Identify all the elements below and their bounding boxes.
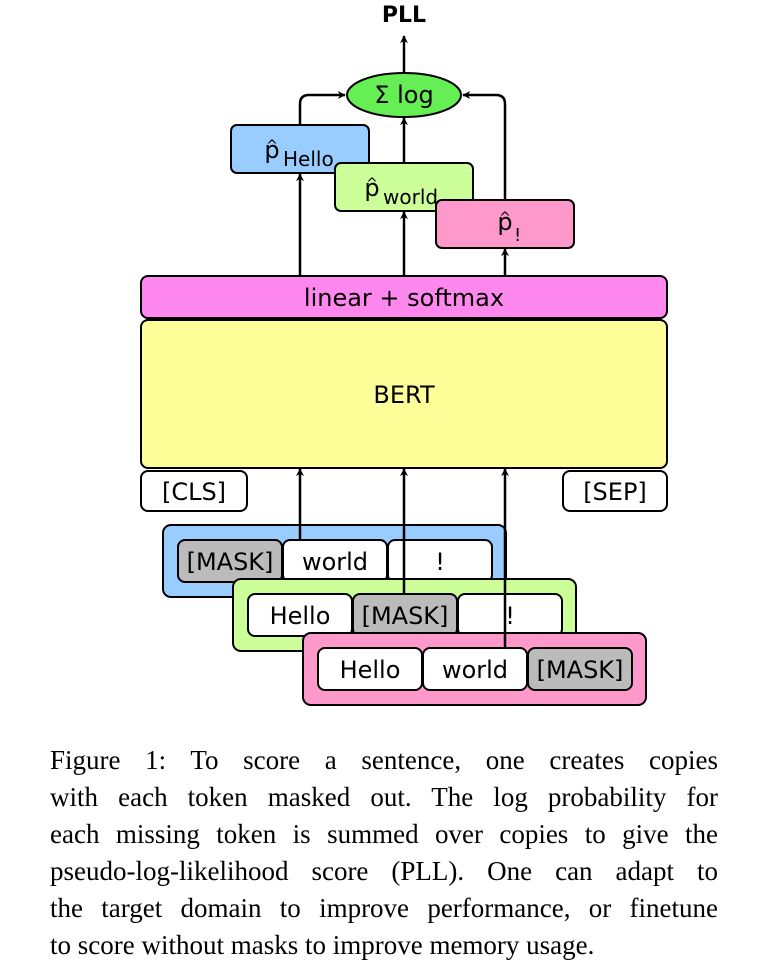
sum-log-node <box>346 72 462 118</box>
prob-bang-symbol: p <box>497 208 512 236</box>
prob-world-box <box>334 162 474 212</box>
copy-1-token-3: ! <box>435 548 445 576</box>
arrow-bang-to-sum <box>462 91 507 200</box>
arrow-hello-to-sum <box>298 91 346 125</box>
copy-3-token-2: world <box>442 656 508 684</box>
sep-token-box <box>562 470 668 512</box>
copy-2-token-2: [MASK] <box>362 602 449 630</box>
prob-world-hat: ^ <box>366 176 378 192</box>
prob-bang-box <box>435 199 575 249</box>
copy-2-token-3: ! <box>505 602 515 630</box>
copy-1-token-1: [MASK] <box>187 548 274 576</box>
caption-line-6: to score without masks to improve memory… <box>50 930 595 960</box>
bert-model <box>140 319 668 469</box>
prob-hello-symbol: p <box>264 136 279 164</box>
pll-label: PLL <box>382 3 426 28</box>
pll-diagram: PLL Σ log ^ p Hello ^ p world ^ p ! line… <box>140 3 668 706</box>
sum-log-label: Σ log <box>374 81 433 109</box>
figure-caption: Figure 1: To score a sentence, one creat… <box>50 742 718 964</box>
prob-hello-box <box>230 124 370 174</box>
prob-world-symbol: p <box>364 174 379 202</box>
caption-line-4: pseudo-log-likelihood score (PLL). One c… <box>50 856 718 886</box>
copy-1-token-2: world <box>302 548 368 576</box>
caption-line-3: each missing token is summed over copies… <box>50 819 718 849</box>
caption-line-5: the target domain to improve performance… <box>50 893 718 923</box>
cls-token-label: [CLS] <box>162 478 226 506</box>
sep-token-label: [SEP] <box>583 478 647 506</box>
copy-3-token-1: Hello <box>340 656 401 684</box>
softmax-label: linear + softmax <box>304 284 504 312</box>
prob-bang-subscript: ! <box>514 225 521 246</box>
caption-line-2: with each token masked out. The log prob… <box>50 782 718 812</box>
cls-token-box <box>140 470 248 512</box>
prob-bang-hat: ^ <box>499 210 511 226</box>
copy-2-token-1: Hello <box>270 602 331 630</box>
softmax-layer <box>140 275 668 319</box>
copy-3-token-3: [MASK] <box>537 656 624 684</box>
prob-hello-hat: ^ <box>266 138 278 154</box>
copy-3-token-3-box <box>527 647 633 691</box>
caption-line-1: Figure 1: To score a sentence, one creat… <box>50 745 718 775</box>
prob-hello-subscript: Hello <box>283 147 334 171</box>
prob-world-subscript: world <box>383 185 438 209</box>
bert-label: BERT <box>373 381 435 409</box>
